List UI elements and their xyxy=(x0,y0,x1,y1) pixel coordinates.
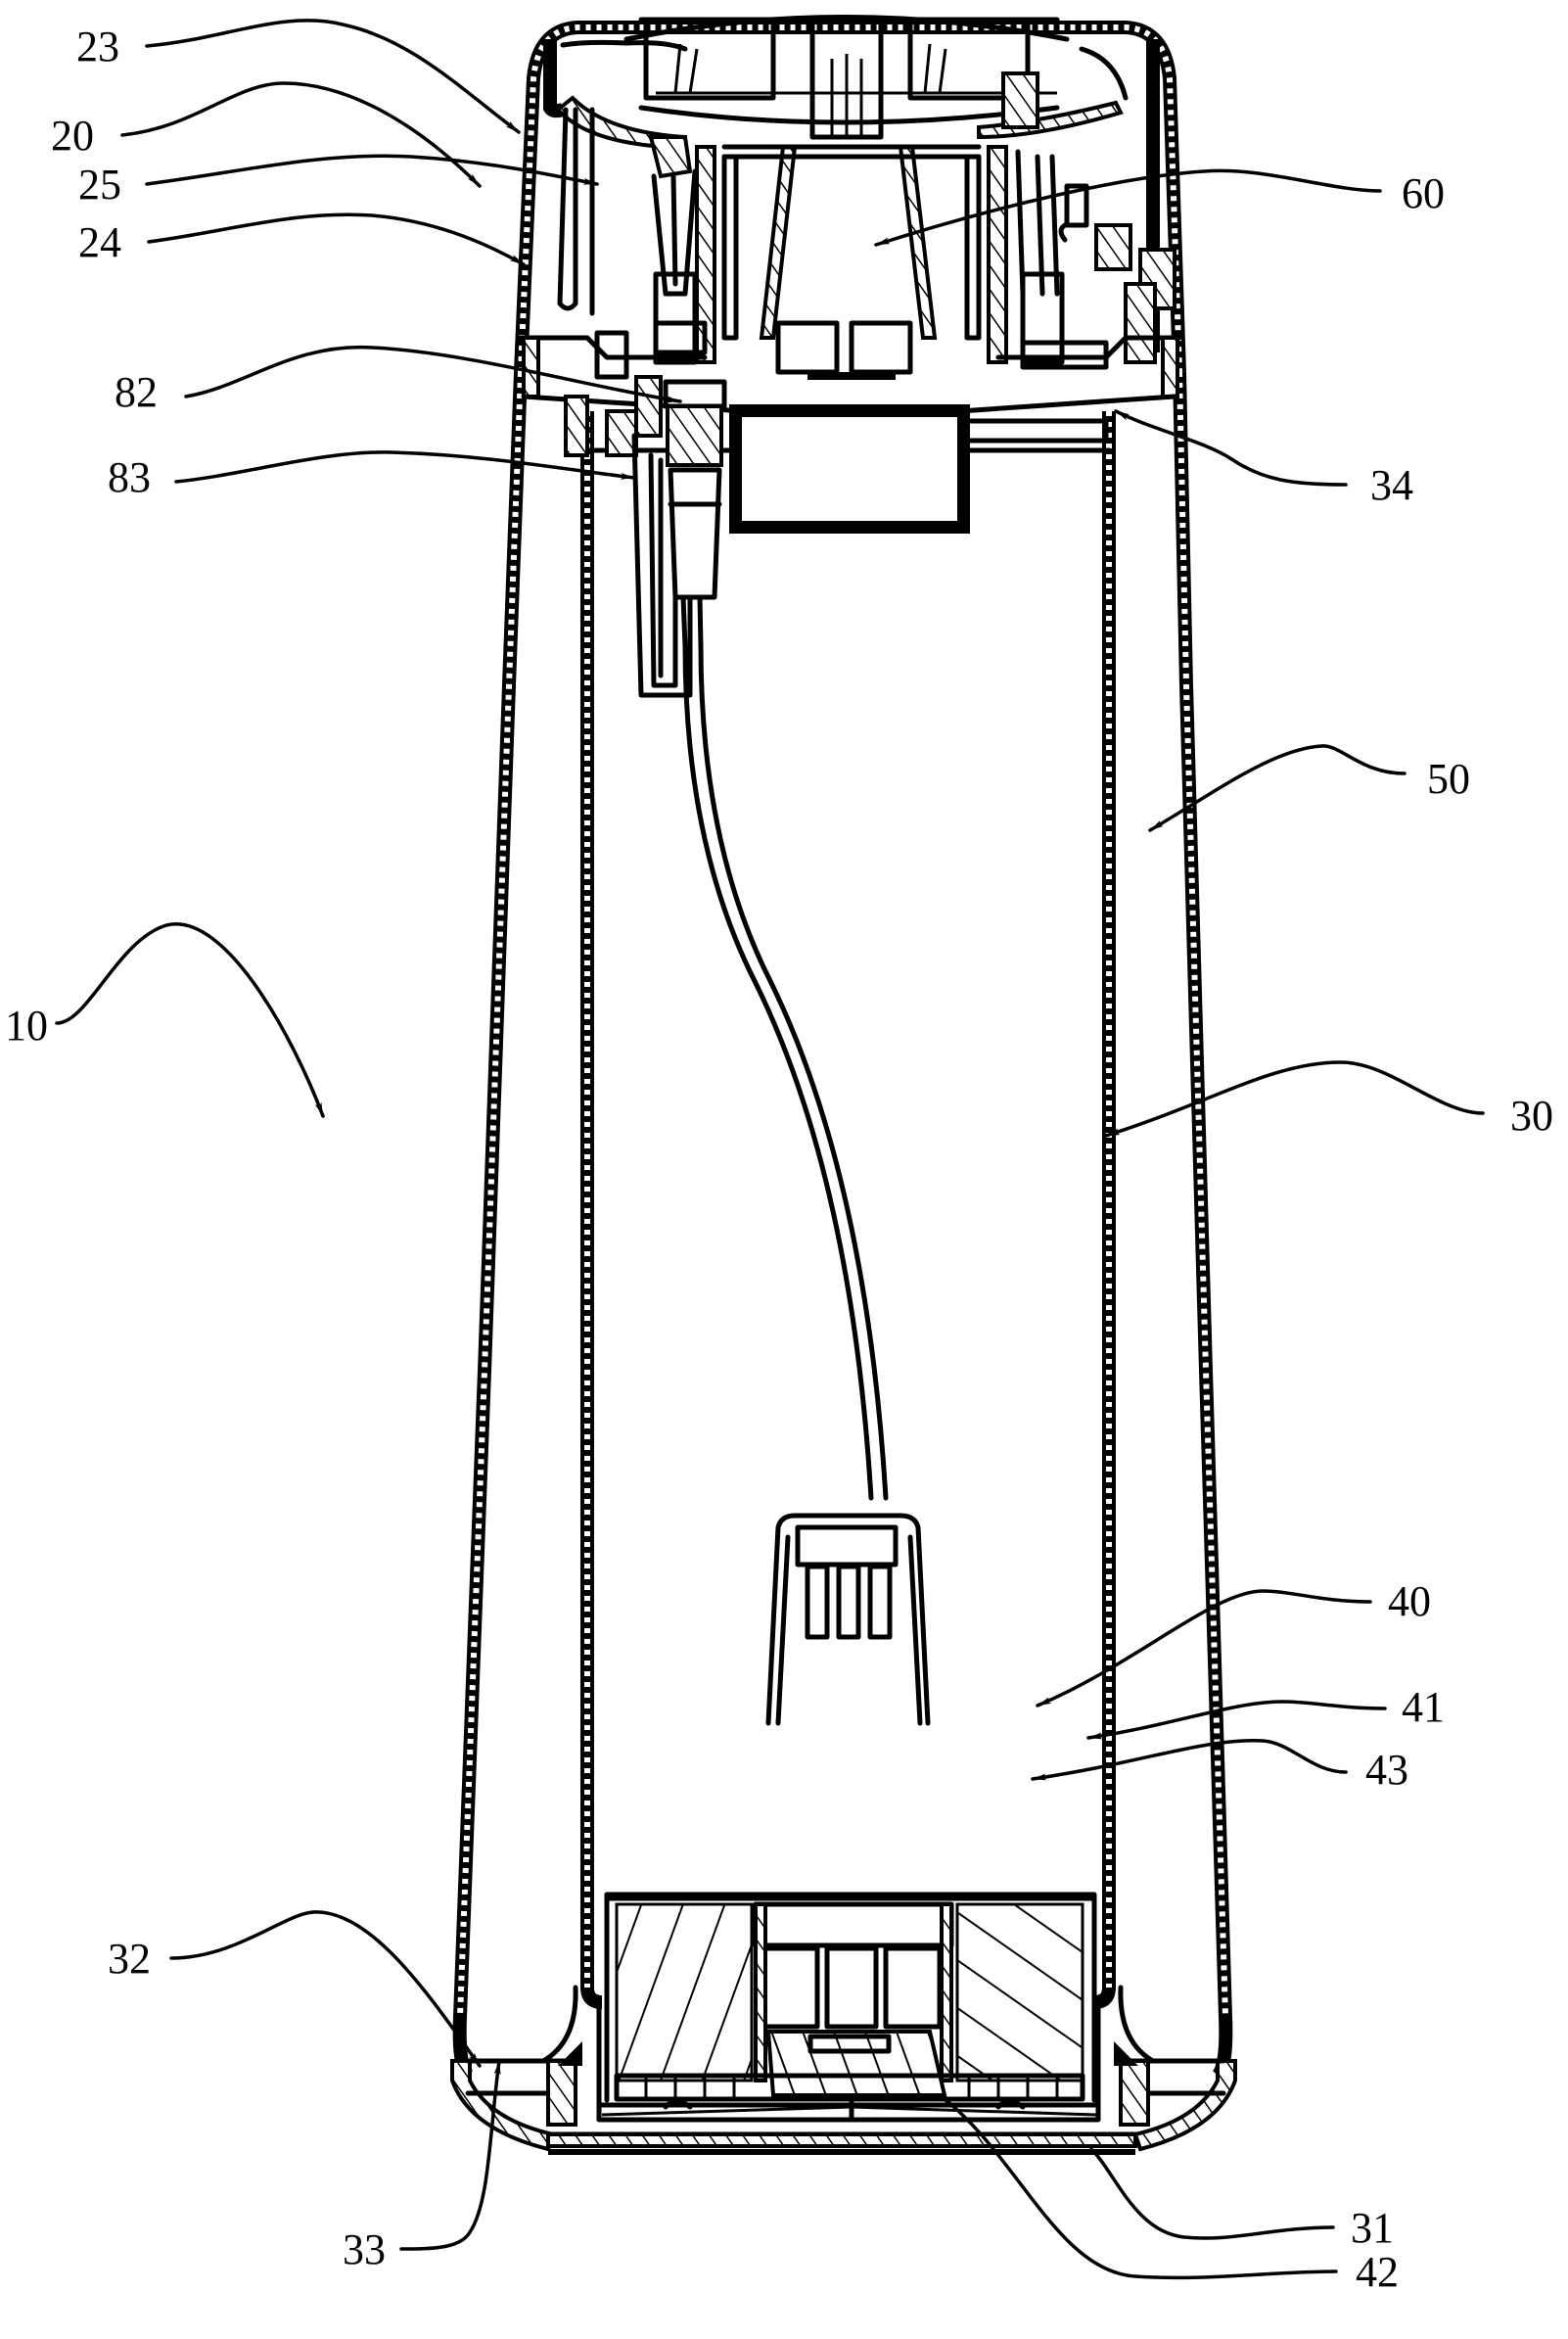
leader-42 xyxy=(938,2093,1338,2280)
leader-43 xyxy=(1031,1739,1348,1781)
leader-10 xyxy=(55,922,325,1118)
label-40: 40 xyxy=(1388,1577,1431,1625)
label-23: 23 xyxy=(76,23,119,70)
leader-33 xyxy=(399,2059,501,2251)
label-43: 43 xyxy=(1365,1746,1408,1794)
fan-duct xyxy=(729,404,1109,534)
label-30: 30 xyxy=(1510,1092,1553,1140)
leader-20 xyxy=(120,81,482,188)
label-25: 25 xyxy=(78,161,121,209)
label-32: 32 xyxy=(108,1935,151,1983)
leader-50 xyxy=(1148,744,1407,832)
leader-31 xyxy=(1089,2147,1335,2240)
leader-34 xyxy=(1114,409,1348,487)
reference-numerals: 23 20 25 24 82 83 10 60 34 50 30 40 41 4… xyxy=(5,23,1553,2296)
leader-60 xyxy=(874,168,1382,247)
label-42: 42 xyxy=(1356,2248,1399,2296)
top-cap xyxy=(514,15,1186,414)
sensor-assembly xyxy=(564,375,889,1501)
inner-tank xyxy=(540,411,1156,2127)
label-82: 82 xyxy=(115,368,158,416)
label-31: 31 xyxy=(1351,2204,1394,2252)
leader-32 xyxy=(169,1910,482,2068)
label-20: 20 xyxy=(51,112,94,160)
leader-lines xyxy=(55,19,1485,2280)
label-10: 10 xyxy=(5,1002,48,1050)
filter-assembly xyxy=(604,1513,1097,2103)
label-24: 24 xyxy=(78,218,121,266)
label-33: 33 xyxy=(343,2225,386,2273)
leader-24 xyxy=(147,212,526,266)
label-60: 60 xyxy=(1402,169,1445,217)
leader-83 xyxy=(174,450,636,484)
label-41: 41 xyxy=(1402,1683,1445,1731)
leader-40 xyxy=(1036,1589,1372,1707)
leader-23 xyxy=(145,19,521,134)
leader-25 xyxy=(145,154,599,186)
leader-41 xyxy=(1086,1700,1387,1740)
leader-82 xyxy=(184,345,682,403)
leader-30 xyxy=(1104,1060,1485,1138)
label-34: 34 xyxy=(1370,461,1413,509)
label-50: 50 xyxy=(1427,755,1470,803)
label-83: 83 xyxy=(108,453,151,501)
